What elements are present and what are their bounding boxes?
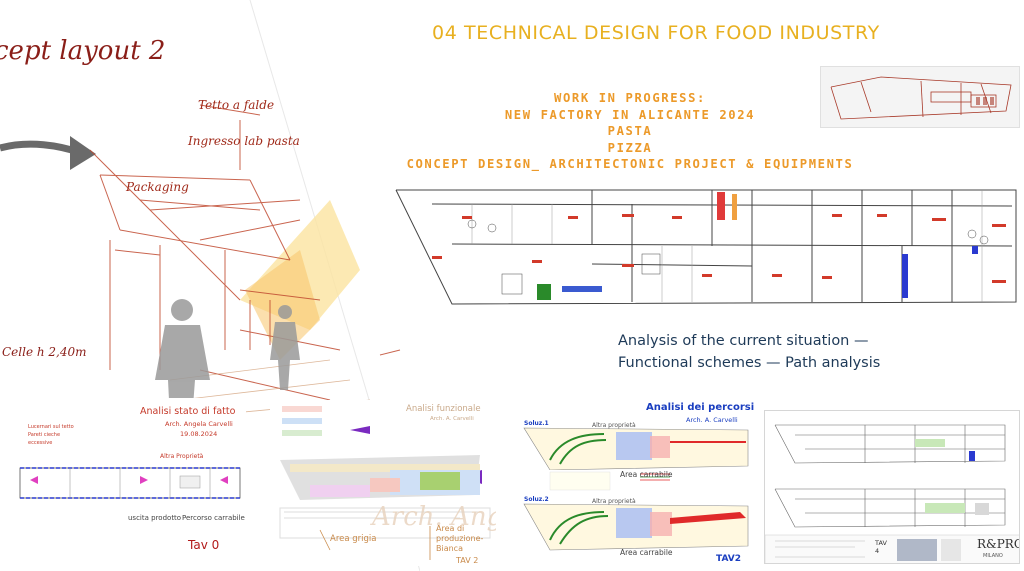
project-line: WORK IN PROGRESS: [554,91,706,105]
carriage-area-label-1: Area carrabile [620,470,673,479]
carriage-path-label: Percorso carrabile [182,514,245,522]
existing-state-title: Analisi stato di fatto [140,406,236,417]
watermark: Arch. Angela C. [372,502,496,532]
functional-analysis-title: Analisi funzionale [406,404,481,414]
existing-state-author: Arch. Angela Carvelli [165,420,233,428]
existing-state-plan [19,467,241,499]
project-description: WORK IN PROGRESS: NEW FACTORY IN ALICANT… [340,90,920,173]
path-analysis-title: Analisi dei percorsi [646,402,755,413]
grey-area-label: Area grigia [330,534,377,544]
other-property-label-2: Altra proprietà [592,498,636,505]
functional-analysis-author: Arch. A. Carvelli [430,416,474,422]
project-line: CONCEPT DESIGN_ ARCHITECTONIC PROJECT & … [406,157,854,171]
page-title: 04 TECHNICAL DESIGN FOR FOOD INDUSTRY [432,22,880,44]
production-area-label: Area di produzione- Bianca [436,524,484,553]
other-property-label-1: Altra proprietà [592,422,636,429]
existing-state-date: 19.08.2024 [180,430,218,438]
analysis-line: Functional schemes — Path analysis [618,355,881,371]
other-property-label: Altra Proprietà [160,453,204,460]
existing-state-sheet: Analisi stato di fatto Arch. Angela Carv… [10,398,246,566]
company-logo-sub: MILANO [983,553,1003,559]
exit-label: uscita prodotto [128,514,182,522]
company-logo: R&PRO [977,537,1020,551]
carriage-area-label-2: Area carrabile [620,548,673,557]
path-analysis-plans [523,427,749,551]
concept-title: cept layout 2 [0,36,166,66]
entrance-label: Ingresso lab pasta [188,134,300,148]
analysis-line: Analysis of the current situation — [618,333,869,349]
plans-sheet-drawing [765,424,1019,563]
project-line: PIZZA [607,140,653,155]
project-line: NEW FACTORY IN ALICANTE 2024 [504,107,756,122]
path-analysis-author: Arch. A. Carvelli [686,416,738,424]
tav2-label: TAV2 [716,554,742,564]
project-line: PASTA [607,124,653,138]
factory-floor-plan [392,184,1020,318]
analysis-caption: Analysis of the current situation — Func… [618,330,1018,374]
tav-0-label: Tav 0 [188,538,220,552]
solution-1-label: Soluz.1 [524,420,549,427]
solution-2-label: Soluz.2 [524,496,549,503]
functional-analysis-plan [279,406,491,560]
tav-2-label: TAV 2 [456,556,479,565]
functional-analysis-sheet: Analisi funzionale Arch. A. Carvelli Arc… [270,400,496,566]
packaging-label: Packaging [126,180,189,194]
section-render-thumbnail [820,66,1020,128]
plans-sheet: TAV 4 R&PRO MILANO [764,410,1020,564]
cells-label: Celle h 2,40m [2,345,87,359]
roof-label: Tetto a falde [198,98,275,112]
path-analysis-sheet: Analisi dei percorsi Arch. A. Carvelli S… [520,400,758,566]
tav-4-label: TAV 4 [875,539,887,555]
